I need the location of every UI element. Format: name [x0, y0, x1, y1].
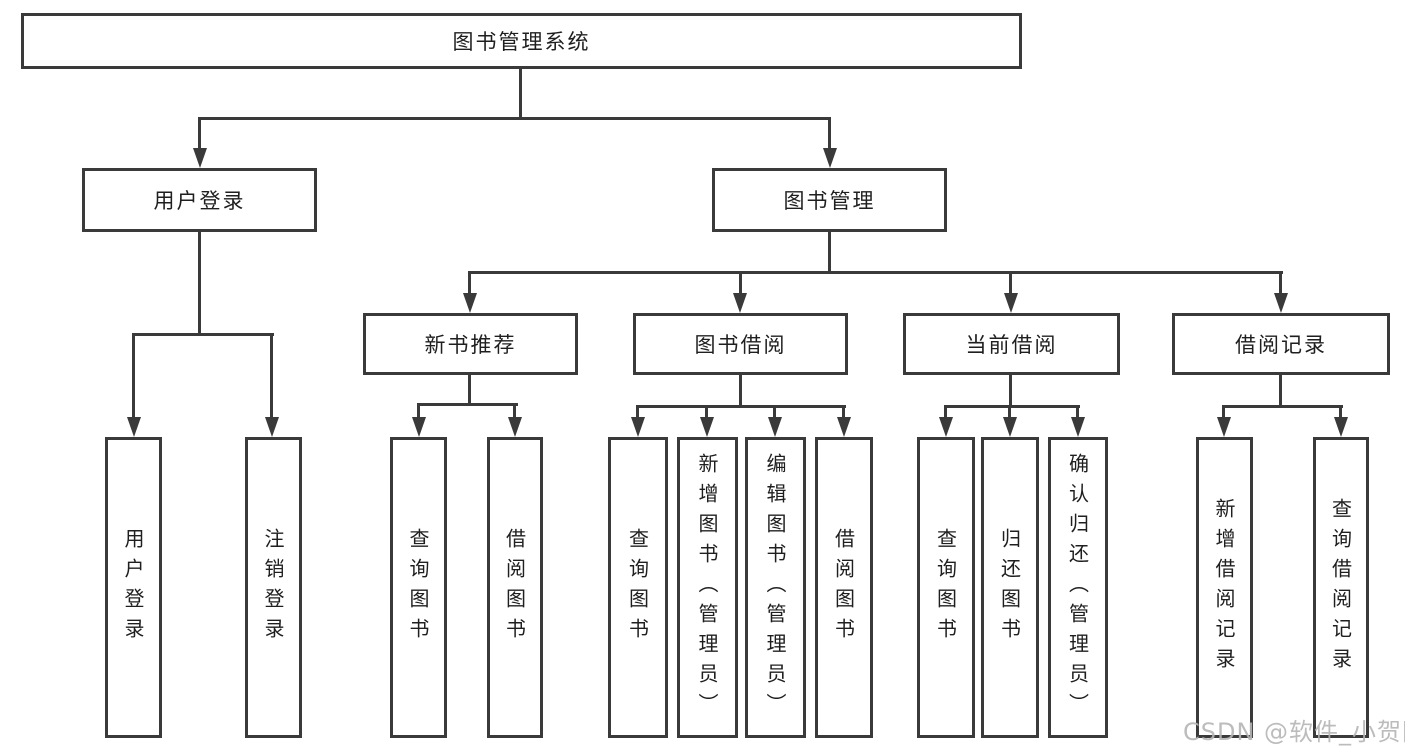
arrowhead-down-icon: [700, 417, 714, 437]
connector-leaf-stem: [705, 405, 708, 419]
csdn-watermark: CSDN @软件_小贺同学: [1183, 718, 1405, 746]
connector-user-login-branch: [132, 333, 274, 336]
leaf-borrow-book: 借阅图书: [815, 437, 873, 738]
connector-leaf-stem: [513, 403, 516, 419]
connector-leaf-stem: [1008, 405, 1011, 419]
connector-book-borrow-stub: [739, 375, 742, 407]
connector-leaf-stem: [636, 405, 639, 419]
connector-leaf-stem: [1076, 405, 1079, 419]
connector-book-borrow-branch: [636, 405, 846, 408]
leaf-add-borrow-record: 新增借阅记录: [1196, 437, 1253, 738]
connector-to-current-borrow: [1009, 271, 1012, 295]
arrowhead-down-icon: [127, 417, 141, 437]
node-book-borrow: 图书借阅: [633, 313, 848, 375]
node-book-management: 图书管理: [712, 168, 947, 232]
connector-level3-branch: [468, 271, 1283, 274]
connector-leaf-stem: [1339, 405, 1342, 419]
node-user-login: 用户登录: [82, 168, 317, 232]
connector-to-leaf-logout: [270, 333, 273, 419]
connector-borrow-records-stub: [1279, 375, 1282, 407]
leaf-confirm-return-admin: 确认归还（管理员）: [1048, 437, 1108, 738]
connector-leaf-stem: [773, 405, 776, 419]
leaf-add-book-admin: 新增图书（管理员）: [677, 437, 738, 738]
leaf-query-book-current: 查询图书: [917, 437, 975, 738]
node-new-book-recommend: 新书推荐: [363, 313, 578, 375]
leaf-edit-book-admin: 编辑图书（管理员）: [745, 437, 806, 738]
leaf-borrow-book-recommend: 借阅图书: [487, 437, 543, 738]
connector-to-book-borrow: [739, 271, 742, 295]
connector-current-borrow-branch: [944, 405, 1080, 408]
leaf-query-book-borrow: 查询图书: [608, 437, 668, 738]
arrowhead-down-icon: [508, 417, 522, 437]
connector-book-management-stub: [828, 232, 831, 273]
arrowhead-down-icon: [1071, 417, 1085, 437]
connector-leaf-stem: [1222, 405, 1225, 419]
connector-leaf-stem: [417, 403, 420, 419]
node-library-system: 图书管理系统: [21, 13, 1022, 69]
arrowhead-down-icon: [1217, 417, 1231, 437]
connector-to-new-book-recommend: [468, 271, 471, 295]
arrowhead-down-icon: [193, 148, 207, 168]
leaf-user-login: 用户登录: [105, 437, 162, 738]
arrowhead-down-icon: [939, 417, 953, 437]
connector-to-book-management: [828, 117, 831, 150]
arrowhead-down-icon: [733, 293, 747, 313]
arrowhead-down-icon: [823, 148, 837, 168]
arrowhead-down-icon: [1003, 417, 1017, 437]
arrowhead-down-icon: [1274, 293, 1288, 313]
arrowhead-down-icon: [1334, 417, 1348, 437]
connector-current-borrow-stub: [1009, 375, 1012, 407]
arrowhead-down-icon: [412, 417, 426, 437]
connector-leaf-stem: [944, 405, 947, 419]
arrowhead-down-icon: [631, 417, 645, 437]
connector-new-book-branch: [417, 403, 518, 406]
connector-level2-branch: [198, 117, 831, 120]
arrowhead-down-icon: [1004, 293, 1018, 313]
connector-new-book-stub: [468, 375, 471, 405]
arrowhead-down-icon: [265, 417, 279, 437]
connector-to-user-login: [198, 117, 201, 150]
node-current-borrow: 当前借阅: [903, 313, 1120, 375]
connector-user-login-stub: [198, 232, 201, 335]
connector-to-borrow-records: [1279, 271, 1282, 295]
arrowhead-down-icon: [837, 417, 851, 437]
connector-borrow-records-branch: [1222, 405, 1343, 408]
leaf-query-borrow-record: 查询借阅记录: [1313, 437, 1369, 738]
arrowhead-down-icon: [768, 417, 782, 437]
leaf-return-book: 归还图书: [981, 437, 1039, 738]
leaf-logout: 注销登录: [245, 437, 302, 738]
leaf-query-book-recommend: 查询图书: [390, 437, 447, 738]
connector-to-leaf-user-login: [132, 333, 135, 419]
connector-leaf-stem: [842, 405, 845, 419]
connector-root-stub: [519, 67, 522, 120]
arrowhead-down-icon: [463, 293, 477, 313]
node-borrow-records: 借阅记录: [1172, 313, 1390, 375]
